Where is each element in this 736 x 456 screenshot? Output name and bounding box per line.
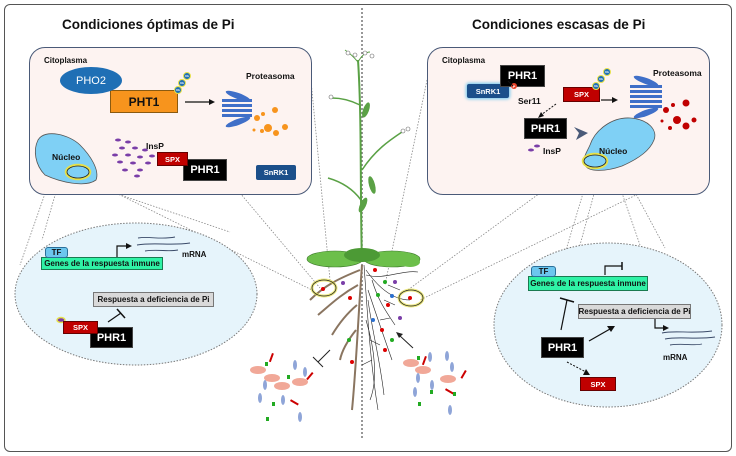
tf-box: TF [531, 266, 556, 277]
ubiquitin-icon: Ub [183, 72, 191, 80]
ubiquitin-icon: Ub [603, 68, 611, 76]
immune-genes-box: Genes de la respuesta inmune [41, 257, 163, 270]
phr1-free-protein: PHR1 [524, 118, 567, 139]
ubiquitin-icon: Ub [597, 75, 605, 83]
spx-protein: SPX [157, 152, 188, 166]
cytoplasm-label: Citoplasma [442, 56, 486, 65]
phr1-protein: PHR1 [90, 327, 133, 348]
phosphate-icon: P [511, 83, 517, 89]
ubiquitin-icon: Ub [178, 79, 186, 87]
snrk1-kinase: SnRK1 [467, 84, 509, 98]
proteasome-label: Proteasoma [246, 71, 295, 81]
mrna-label: mRNA [182, 250, 207, 259]
snrk1-kinase: SnRK1 [256, 165, 296, 180]
ubiquitin-icon: Ub [174, 86, 182, 94]
right-microbiome [396, 332, 467, 415]
left-microbiome [250, 349, 331, 422]
cytoplasm-label: Citoplasma [44, 56, 88, 65]
mrna-label: mRNA [663, 353, 688, 362]
spx-protein: SPX [580, 377, 616, 391]
title-optimal-pi: Condiciones óptimas de Pi [62, 17, 235, 32]
ubiquitin-icon: Ub [592, 82, 600, 90]
pho2-protein: PHO2 [60, 67, 122, 94]
spx-protein: SPX [63, 321, 98, 334]
pht1-protein: PHT1 [110, 90, 178, 113]
root-markers [321, 268, 412, 364]
proteasome-label: Proteasoma [653, 68, 702, 78]
insp-label: InsP [543, 146, 561, 156]
nucleus-label: Núcleo [599, 146, 628, 156]
title-scarce-pi: Condiciones escasas de Pi [472, 17, 646, 32]
phr1-protein: PHR1 [183, 159, 227, 181]
immune-genes-box: Genes de la respuesta inmune [528, 276, 648, 291]
phr1-protein: PHR1 [541, 337, 584, 358]
arabidopsis-plant [306, 49, 425, 411]
ser11-label: Ser11 [518, 96, 541, 106]
phr1-protein: PHR1 [500, 65, 545, 87]
figure-border [4, 4, 732, 452]
tf-box: TF [45, 247, 68, 258]
pi-response-box: Respuesta a deficiencia de Pi [93, 292, 214, 307]
nucleus-label: Núcleo [52, 152, 81, 162]
spx-protein: SPX [563, 87, 600, 102]
pi-response-box: Respuesta a deficiencia de Pi [578, 304, 691, 319]
insp-label: InsP [146, 141, 164, 151]
